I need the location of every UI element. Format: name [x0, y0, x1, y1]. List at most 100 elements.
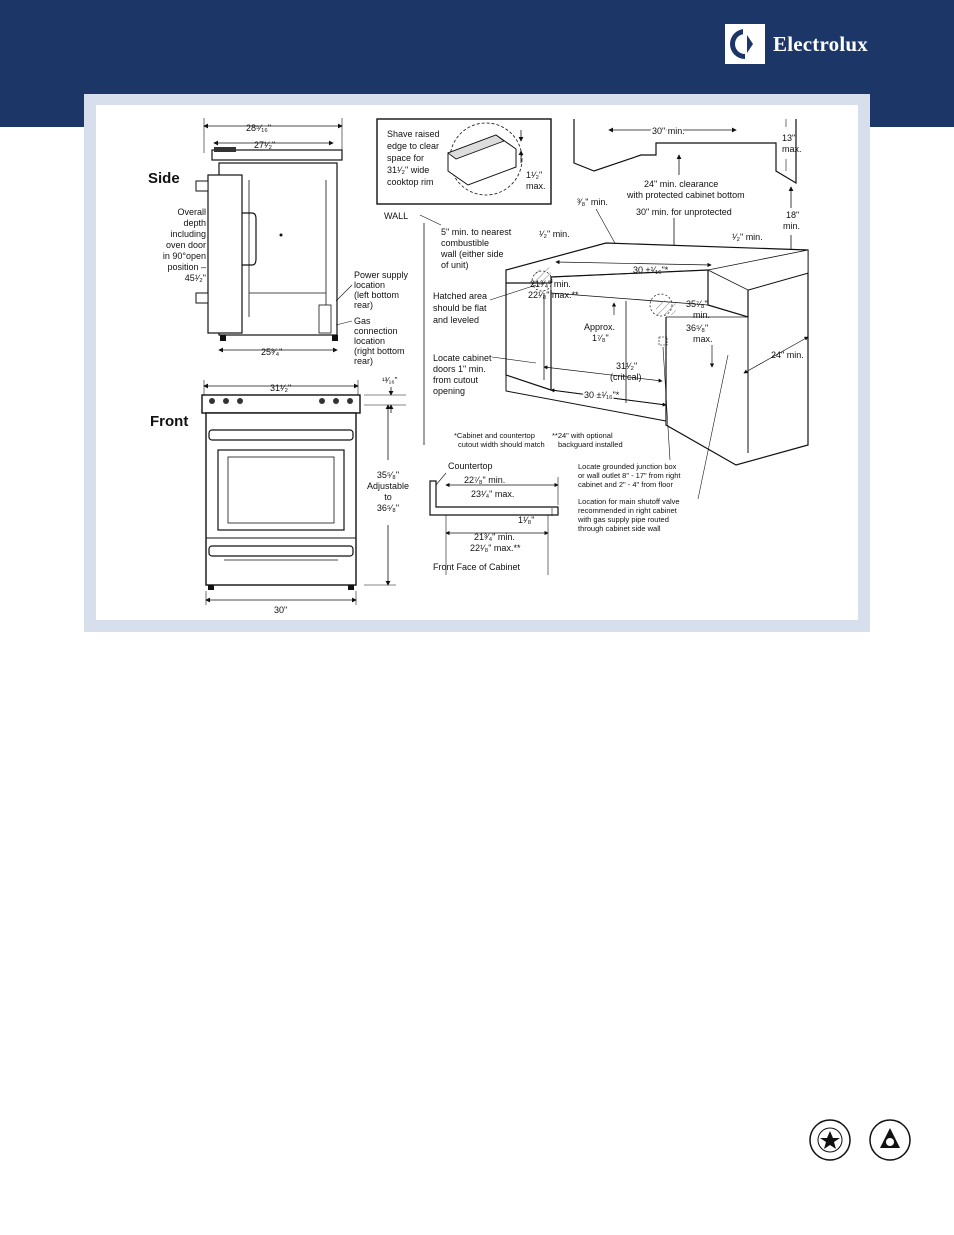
right-depth-3: max.	[693, 334, 713, 344]
depth-line-0: Overall	[177, 207, 206, 217]
side-dim-bottom: 25³⁄₄"	[261, 347, 282, 357]
gas-line-3: (right bottom	[354, 346, 405, 356]
approx-1: 1⁷⁄₈"	[592, 333, 609, 343]
gas-line-0: Gas	[354, 316, 371, 326]
inset-dim-1: max.	[526, 181, 546, 191]
counter-dim2-1: 22¹⁄₈" max.**	[470, 543, 521, 553]
side-view: Side 28⁵⁄₁₆" 27¹⁄₂"	[148, 118, 409, 366]
front-dim-bottom: 30"	[274, 605, 287, 615]
inset-line-2: space for	[387, 153, 424, 163]
five-min-3: of unit)	[441, 260, 469, 270]
doors-1: doors 1" min.	[433, 364, 486, 374]
half-left: ¹⁄₂" min.	[539, 229, 570, 239]
power-line-1: location	[354, 280, 385, 290]
inset-line-0: Shave raised	[387, 129, 440, 139]
inset-line-1: edge to clear	[387, 141, 439, 151]
depth-min-1: 22¹⁄₈" max.**	[528, 290, 579, 300]
half-right: ¹⁄₂" min.	[732, 232, 763, 242]
gas-line-1: connection	[354, 326, 398, 336]
cutout-top: 30 ±¹⁄₁₆"*	[633, 265, 669, 275]
shutoff-3: through cabinet side wall	[578, 524, 661, 533]
power-line-3: rear)	[354, 300, 373, 310]
gas-line-2: location	[354, 336, 385, 346]
depth-min-0: 21³⁄₄" min.	[530, 279, 571, 289]
depth-line-2: including	[170, 229, 206, 239]
note-right-1: backguard installed	[558, 440, 623, 449]
approx-0: Approx.	[584, 322, 615, 332]
critical-0: 31¹⁄₂"	[616, 361, 637, 371]
cab-height-0: 13"	[782, 133, 795, 143]
cutout-bottom: 30 ±¹⁄₁₆"*	[584, 390, 620, 400]
csa-certified-seal	[868, 1118, 912, 1162]
note-right-0: **24" with optional	[552, 431, 613, 440]
clear-prot-1: with protected cabinet bottom	[626, 190, 745, 200]
gas-line-4: rear)	[354, 356, 373, 366]
five-min-0: 5" min. to nearest	[441, 227, 512, 237]
counter-dim-right: 1¹⁄₈"	[518, 515, 534, 525]
design-certified-seal	[808, 1118, 852, 1162]
depth-line-4: in 90°open	[163, 251, 206, 261]
above-counter-0: 18"	[786, 210, 799, 220]
wall-label: WALL	[384, 211, 408, 221]
power-line-2: (left bottom	[354, 290, 399, 300]
depth-line-5: position –	[167, 262, 206, 272]
clear-unprot: 30" min. for unprotected	[636, 207, 732, 217]
right-depth-1: min.	[693, 310, 710, 320]
counter-dim1-1: 23¹⁄₄" max.	[471, 489, 514, 499]
right-depth-0: 35⁷⁄₈"	[686, 299, 708, 309]
side-dim-inner: 27¹⁄₂"	[254, 140, 275, 150]
front-dim-top: 31¹⁄₂"	[270, 383, 291, 393]
power-line-0: Power supply	[354, 270, 409, 280]
cabinet-drawing: 30" min. 13" max. 24" min. clearance wit…	[384, 119, 809, 533]
inset-line-3: 31¹⁄₂" wide	[387, 165, 429, 175]
inset-dim-0: 1¹⁄₂"	[526, 170, 542, 180]
hatched-1: should be flat	[433, 303, 487, 313]
side-title: Side	[148, 170, 180, 187]
clear-prot-0: 24" min. clearance	[644, 179, 718, 189]
shutoff-0: Location for main shutoff valve	[578, 497, 680, 506]
critical-1: (critical)	[610, 372, 642, 382]
installation-diagram: Side 28⁵⁄₁₆" 27¹⁄₂"	[148, 118, 809, 615]
front-view: Front 31¹⁄₂"	[150, 376, 409, 615]
junction-1: or wall outlet 8" - 17" from right	[578, 471, 681, 480]
five-min-1: combustible	[441, 238, 489, 248]
diagram-frame: Side 28⁵⁄₁₆" 27¹⁄₂"	[84, 94, 870, 632]
height-line-3: 36⁵⁄₈"	[377, 503, 399, 513]
height-line-1: Adjustable	[367, 481, 409, 491]
electrolux-logo: Electrolux	[725, 24, 868, 64]
depth-line-6: 45¹⁄₂"	[185, 273, 206, 283]
five-min-2: wall (either side	[440, 249, 504, 259]
shutoff-1: recommended in right cabinet	[578, 506, 678, 515]
cab-width: 30" min.	[652, 126, 685, 136]
doors-2: from cutout	[433, 375, 479, 385]
height-line-0: 35⁵⁄₈"	[377, 470, 399, 480]
depth-line-1: depth	[183, 218, 206, 228]
counter-dim2-0: 21³⁄₄" min.	[474, 532, 515, 542]
shutoff-2: with gas supply pipe routed	[577, 515, 669, 524]
doors-3: opening	[433, 386, 465, 396]
inset-line-4: cooktop rim	[387, 177, 434, 187]
shave-edge-inset: Shave raised edge to clear space for 31¹…	[376, 118, 552, 205]
note-left-1: cutout width should match	[458, 440, 545, 449]
counter-dim1-0: 22⁷⁄₈" min.	[464, 475, 505, 485]
hatched-0: Hatched area	[433, 291, 487, 301]
right-depth-2: 36⁵⁄₈"	[686, 323, 708, 333]
doors-0: Locate cabinet	[433, 353, 492, 363]
junction-2: cabinet and 2" - 4" from floor	[578, 480, 673, 489]
counter-title: Countertop	[448, 461, 493, 471]
side-dim-top: 28⁵⁄₁₆"	[246, 123, 271, 133]
cab-height-1: max.	[782, 144, 802, 154]
hatched-2: and leveled	[433, 315, 479, 325]
height-line-2: to	[384, 492, 392, 502]
countertop-detail: Countertop 22⁷⁄₈" min. 23¹⁄₄" max. 1¹⁄₈"…	[429, 461, 559, 575]
counter-face: Front Face of Cabinet	[433, 562, 521, 572]
three-eighths: ³⁄₈" min.	[577, 197, 608, 207]
diagram-panel: Side 28⁵⁄₁₆" 27¹⁄₂"	[96, 105, 858, 620]
note-left-0: *Cabinet and countertop	[454, 431, 535, 440]
above-counter-1: min.	[783, 221, 800, 231]
depth-line-3: oven door	[166, 240, 206, 250]
front-dim-small: ¹³⁄₁₆"	[382, 376, 398, 385]
electrolux-logo-icon	[725, 24, 765, 64]
junction-0: Locate grounded junction box	[578, 462, 677, 471]
brand-name: Electrolux	[773, 31, 868, 56]
